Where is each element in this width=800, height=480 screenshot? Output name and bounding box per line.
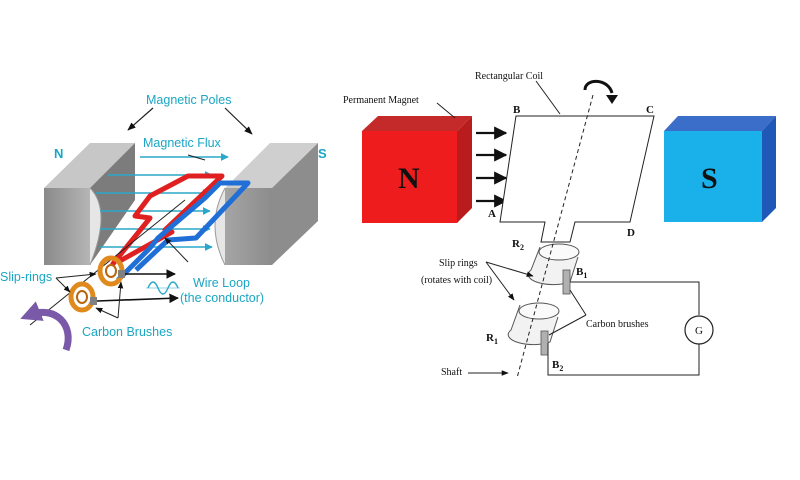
- magnetic-poles-label: Magnetic Poles: [146, 93, 231, 107]
- carbon-brushes-label: Carbon Brushes: [82, 325, 172, 339]
- left-generator-diagram: Magnetic Poles Magnetic Flux N S Wire Lo…: [0, 93, 327, 352]
- ring-r2-label: R2: [512, 238, 524, 252]
- flux-pointer: [187, 154, 206, 161]
- output-lead-lower: [96, 293, 179, 304]
- corner-a-label: A: [488, 208, 496, 220]
- north-permanent-magnet: N: [362, 116, 472, 223]
- right-generator-diagram: N S: [343, 71, 776, 379]
- coil-label-pointer: [535, 80, 561, 115]
- slip-ring-r2: [527, 243, 580, 286]
- wire-loop-sub-label: (the conductor): [180, 291, 264, 305]
- wire-loop-pointer: [164, 237, 189, 263]
- carbon-brush-upper: [118, 270, 125, 278]
- poles-pointer-left: [127, 107, 154, 131]
- shaft-line: [29, 199, 186, 326]
- carbon-brush-lower: [90, 297, 97, 305]
- carbon-brush-b2: [540, 330, 549, 356]
- magnetic-flux-label: Magnetic Flux: [143, 136, 222, 150]
- brush-b1-label: B1: [576, 266, 587, 280]
- galvanometer: G: [684, 315, 714, 345]
- permanent-magnet-label: Permanent Magnet: [343, 95, 419, 106]
- corner-d-label: D: [627, 227, 635, 239]
- slip-ring-r1: [507, 302, 560, 346]
- brushes-pointer-b2: [548, 314, 587, 336]
- slip-rings-sub-label-right: (rotates with coil): [421, 275, 492, 286]
- brushes-pointer-b1: [569, 289, 587, 316]
- field-arrows: [476, 126, 508, 208]
- rotation-arrow-icon: [20, 301, 72, 352]
- left-pole-north: N: [54, 146, 63, 161]
- slip-rings-pointer-2: [55, 277, 71, 293]
- coil-rotation-arrow-icon: [583, 79, 614, 94]
- poles-pointer-right: [224, 107, 253, 135]
- slip-rings-label: Slip-rings: [0, 270, 52, 284]
- wire-loop-blue: [116, 180, 251, 282]
- brush-b2-label: B2: [552, 359, 563, 373]
- ac-waveform-icon: [147, 281, 179, 295]
- rectangular-coil: [499, 115, 655, 243]
- south-magnet-block: [214, 143, 318, 266]
- carbon-brush-b1: [562, 269, 571, 295]
- corner-c-label: C: [646, 104, 654, 116]
- shaft-label: Shaft: [441, 367, 462, 378]
- galvanometer-label: G: [695, 325, 703, 337]
- brushes-pointer-2: [95, 307, 119, 319]
- circuit-wire-bottom: [547, 343, 700, 376]
- south-permanent-magnet: S: [664, 116, 776, 222]
- brushes-pointer-1: [117, 281, 124, 319]
- slip-rings-pointer-lower: [485, 261, 515, 301]
- corner-b-label: B: [513, 104, 521, 116]
- circuit-wire-top: [570, 281, 700, 315]
- right-pole-south: S: [701, 162, 718, 195]
- right-pole-north: N: [398, 162, 420, 195]
- carbon-brushes-label-right: Carbon brushes: [586, 319, 649, 330]
- slip-rings-pointer-1: [55, 271, 97, 279]
- magnet-label-pointer: [436, 102, 456, 119]
- slip-ring-lower: [68, 281, 96, 313]
- slip-rings-pointer-upper: [485, 261, 534, 277]
- slip-rings-label-right: Slip rings: [439, 258, 478, 269]
- wire-loop-label: Wire Loop: [193, 276, 250, 290]
- ring-r1-label: R1: [486, 332, 498, 346]
- left-pole-south: S: [318, 146, 327, 161]
- rectangular-coil-label: Rectangular Coil: [475, 71, 543, 82]
- north-magnet-block: [44, 143, 135, 266]
